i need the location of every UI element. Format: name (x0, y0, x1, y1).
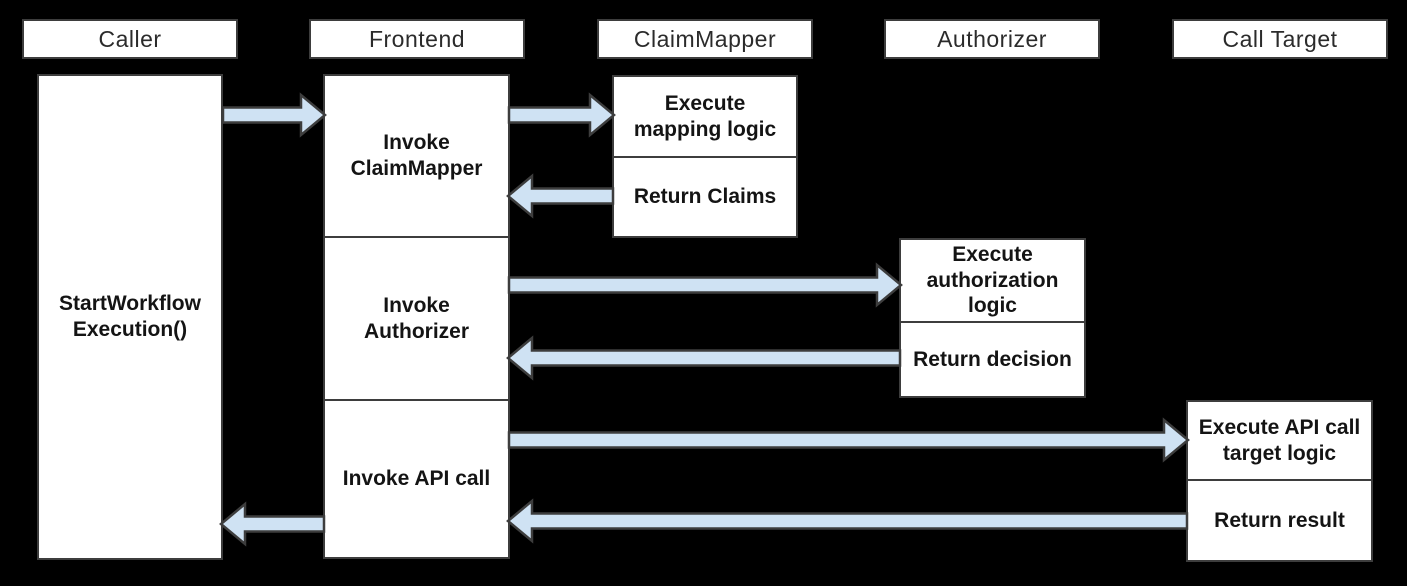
arrow-frontend-to-claimmapper (507, 92, 616, 138)
activation-claimmapper: Execute mapping logic Return Claims (612, 75, 798, 238)
activation-caller: StartWorkflow Execution() (37, 74, 223, 560)
activation-authorizer: Execute authorization logic Return decis… (899, 238, 1086, 398)
lifeline-header-frontend: Frontend (309, 19, 525, 59)
lifeline-label-calltarget: Call Target (1222, 25, 1338, 52)
lifeline-label-caller: Caller (98, 25, 162, 52)
activation-frontend: Invoke ClaimMapper Invoke Authorizer Inv… (323, 74, 510, 559)
arrow-caller-to-frontend (221, 92, 327, 138)
arrow-frontend-to-caller (219, 501, 326, 547)
arrow-frontend-to-authorizer (507, 262, 903, 308)
step-execute-mapping-logic: Execute mapping logic (633, 91, 777, 141)
step-invoke-claimmapper: Invoke ClaimMapper (350, 131, 483, 180)
step-execute-authorization-logic: Execute authorization logic (926, 243, 1059, 318)
step-return-result: Return result (1188, 479, 1371, 560)
step-invoke-api-call: Invoke API call (325, 399, 508, 557)
step-return-decision: Return decision (901, 320, 1084, 396)
lifeline-header-caller: Caller (22, 19, 238, 59)
step-invoke-authorizer: Invoke Authorizer (325, 236, 508, 399)
activation-calltarget: Execute API call target logic Return res… (1186, 400, 1373, 562)
lifeline-header-authorizer: Authorizer (884, 19, 1100, 59)
lifeline-label-frontend: Frontend (368, 25, 466, 52)
lifeline-label-authorizer: Authorizer (937, 25, 1047, 52)
arrow-claimmapper-to-frontend (506, 173, 615, 219)
step-return-claims: Return Claims (614, 156, 796, 236)
arrow-authorizer-to-frontend (506, 335, 902, 381)
arrow-calltarget-to-frontend (506, 498, 1189, 544)
lifeline-label-claimmapper: ClaimMapper (633, 25, 777, 52)
arrow-frontend-to-calltarget (507, 417, 1190, 463)
lifeline-header-calltarget: Call Target (1172, 19, 1388, 59)
lifeline-header-claimmapper: ClaimMapper (597, 19, 813, 59)
step-execute-api-call-target-logic: Execute API call target logic (1198, 415, 1361, 465)
activation-caller-label: StartWorkflow Execution() (59, 292, 201, 341)
